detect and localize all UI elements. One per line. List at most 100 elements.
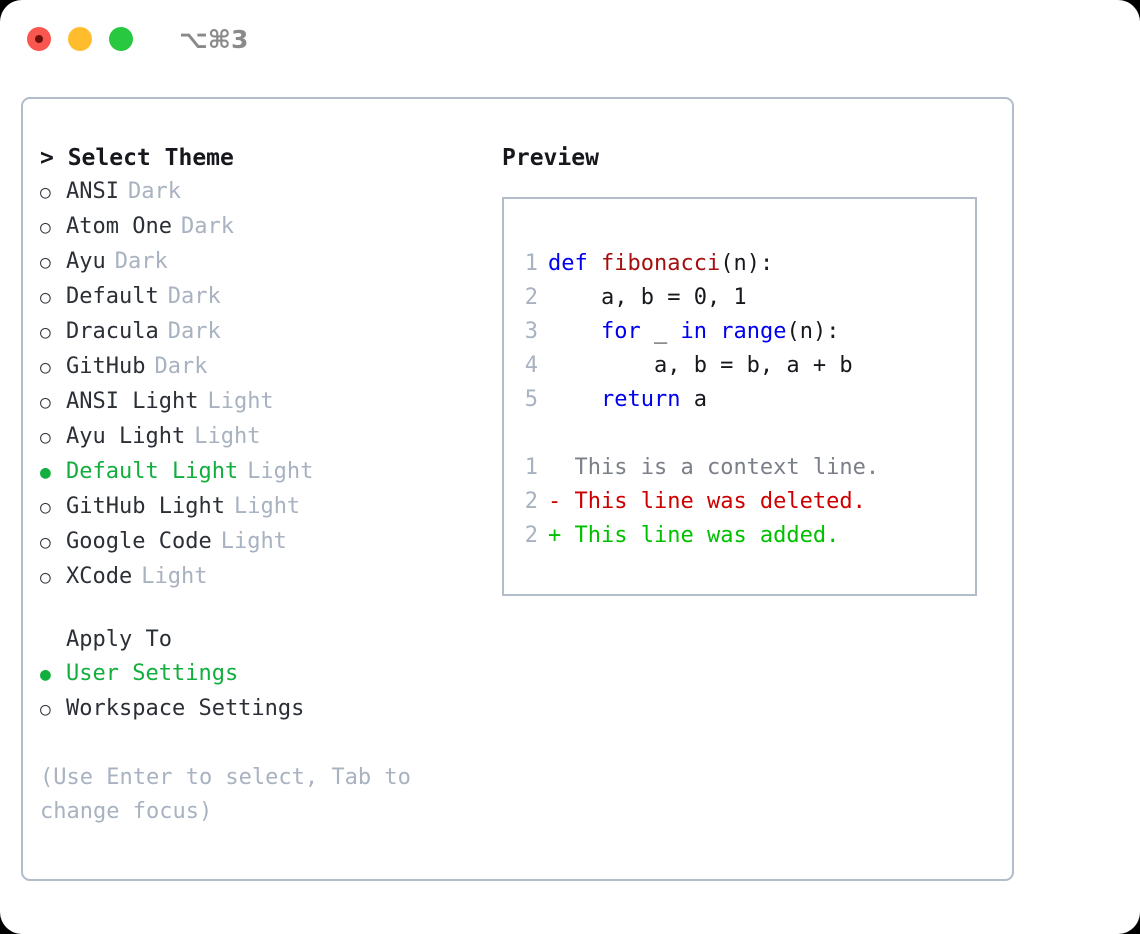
diff-line-deleted: 2- This line was deleted.: [504, 485, 975, 519]
diff-marker: [548, 451, 561, 485]
code-token-plain: [707, 319, 720, 344]
code-token-plain: [548, 319, 601, 344]
radio-unselected-icon: ○: [40, 699, 51, 720]
diff-line-text: This is a context line.: [574, 455, 880, 480]
window-controls: [27, 27, 133, 51]
preview-gap: [504, 417, 975, 451]
code-line-number: 5: [524, 387, 538, 412]
theme-option-label: Ayu Light: [66, 424, 186, 449]
code-token-plain: _: [640, 319, 681, 344]
theme-option-label: GitHub Light: [66, 494, 225, 519]
code-token-plain: (n):: [786, 319, 840, 344]
keyboard-hint-text: (Use Enter to select, Tab to change focu…: [40, 765, 411, 824]
zoom-button-icon[interactable]: [109, 27, 133, 51]
code-token-kw: for: [600, 319, 641, 344]
theme-option-label: Atom One: [66, 214, 172, 239]
theme-option-mode-badge: Dark: [154, 354, 208, 379]
code-token-kw: def: [548, 251, 601, 276]
theme-option-label: GitHub: [66, 354, 146, 379]
hint-spacer: [40, 727, 480, 761]
code-line: 5 return a: [504, 383, 975, 417]
code-token-plain: a: [680, 387, 707, 412]
keyboard-shortcut-label: ⌥⌘3: [179, 24, 249, 54]
code-token-kw: in: [680, 319, 707, 344]
radio-unselected-icon: ○: [40, 182, 51, 203]
code-token-plain: [548, 387, 601, 412]
theme-option-label: Google Code: [66, 529, 212, 554]
radio-unselected-icon: ○: [40, 392, 51, 413]
code-token-fn: fibonacci: [600, 251, 721, 276]
theme-option-mode-badge: Light: [141, 564, 208, 589]
apply-to-option-user-settings[interactable]: ● User Settings: [40, 657, 480, 692]
code-token-plain: a, b = b, a + b: [548, 353, 853, 378]
code-token-plain: a, b = 0, 1: [548, 285, 747, 310]
code-line-number: 4: [524, 353, 538, 378]
theme-option-mode-badge: Light: [220, 529, 287, 554]
close-button-icon[interactable]: [27, 27, 51, 51]
radio-selected-icon: ●: [40, 462, 51, 483]
theme-option-mode-badge: Dark: [180, 214, 234, 239]
apply-to-option-label: User Settings: [66, 661, 239, 686]
apply-to-option-label: Workspace Settings: [66, 696, 305, 721]
code-line: 1 def fibonacci(n):: [504, 247, 975, 281]
radio-unselected-icon: ○: [40, 427, 51, 448]
theme-option-mode-badge: Dark: [167, 284, 221, 309]
select-theme-header: > Select Theme: [40, 145, 234, 171]
theme-option-default[interactable]: ○ Default Dark: [40, 280, 480, 315]
radio-unselected-icon: ○: [40, 497, 51, 518]
diff-line-text: This line was deleted.: [574, 489, 866, 514]
theme-option-ayu-light[interactable]: ○ Ayu Light Light: [40, 420, 480, 455]
theme-option-dracula[interactable]: ○ Dracula Dark: [40, 315, 480, 350]
diff-line-number: 1: [524, 455, 538, 480]
theme-option-mode-badge: Dark: [167, 319, 221, 344]
theme-option-mode-badge: Light: [233, 494, 301, 519]
apply-to-option-workspace-settings[interactable]: ○ Workspace Settings: [40, 692, 480, 727]
apply-to-header: Apply To: [66, 627, 172, 652]
code-line-text: a, b = b, a + b: [548, 349, 853, 383]
code-token-plain: (n):: [720, 251, 774, 276]
theme-option-label: ANSI Light: [66, 389, 199, 414]
code-token-kw: return: [600, 387, 681, 412]
code-line-number: 2: [524, 285, 538, 310]
code-token-kw: range: [720, 319, 787, 344]
theme-option-ansi[interactable]: ○ ANSI Dark: [40, 175, 480, 210]
theme-option-mode-badge: Dark: [127, 179, 181, 204]
theme-option-label: Dracula: [66, 319, 159, 344]
diff-line-added: 2+ This line was added.: [504, 519, 975, 553]
theme-option-mode-badge: Light: [194, 424, 261, 449]
code-line: 4 a, b = b, a + b: [504, 349, 975, 383]
radio-unselected-icon: ○: [40, 252, 51, 273]
code-line: 2 a, b = 0, 1: [504, 281, 975, 315]
theme-option-label: ANSI: [66, 179, 119, 204]
code-line-text: def fibonacci(n):: [548, 247, 773, 281]
radio-unselected-icon: ○: [40, 322, 51, 343]
radio-unselected-icon: ○: [40, 287, 51, 308]
code-line-text: a, b = 0, 1: [548, 281, 747, 315]
theme-option-github-light[interactable]: ○ GitHub Light Light: [40, 490, 480, 525]
diff-line-context: 1 This is a context line.: [504, 451, 975, 485]
code-line-text: return a: [548, 383, 707, 417]
theme-option-mode-badge: Light: [247, 459, 314, 484]
minimize-button-icon[interactable]: [68, 27, 92, 51]
radio-unselected-icon: ○: [40, 567, 51, 588]
code-line-number: 1: [524, 251, 538, 276]
theme-option-label: Default Light: [66, 459, 239, 484]
diff-marker: +: [548, 523, 562, 548]
theme-option-label: Default: [66, 284, 159, 309]
theme-option-mode-badge: Dark: [114, 249, 168, 274]
theme-option-default-light[interactable]: ● Default Light Light: [40, 455, 480, 490]
radio-selected-icon: ●: [40, 664, 51, 685]
